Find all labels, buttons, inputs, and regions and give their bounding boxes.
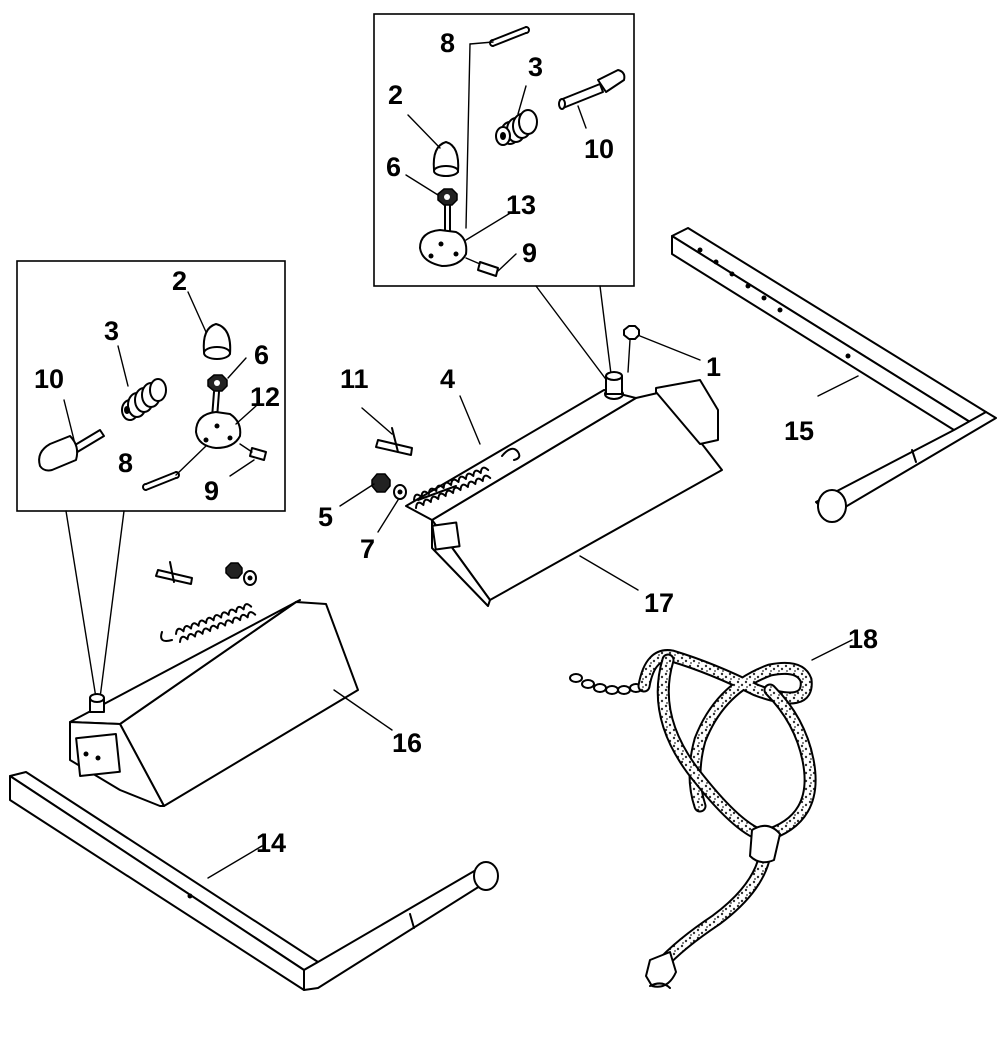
callout-9-top: 9 (522, 238, 537, 268)
knob-2-left (202, 323, 232, 360)
callout-7: 7 (360, 534, 375, 564)
callout-6-top: 6 (386, 152, 401, 182)
pin-9-top (465, 257, 499, 277)
body-13 (419, 205, 468, 267)
hitch-17 (405, 371, 723, 607)
leader-box-left-a (65, 510, 97, 699)
callout-5: 5 (318, 502, 333, 532)
callouts: 8 3 2 10 6 13 9 2 3 6 10 12 8 9 1 11 4 1… (34, 28, 878, 858)
pin-8-left (142, 445, 207, 491)
callout-13: 13 (506, 190, 536, 220)
leader-box-top-a (535, 285, 609, 383)
callout-16: 16 (392, 728, 422, 758)
bolt-1 (623, 325, 701, 373)
callout-17: 17 (644, 588, 674, 618)
callout-6-left: 6 (254, 340, 269, 370)
leader-box-left-b (99, 510, 125, 699)
spring-3-top (495, 109, 538, 146)
callout-4: 4 (440, 364, 455, 394)
callout-9-left: 9 (204, 476, 219, 506)
detail-box-left (16, 260, 286, 512)
pin-10-top (558, 69, 626, 110)
leader-box-top-b (599, 285, 613, 383)
pin-8-top (489, 26, 530, 47)
callout-2-top: 2 (388, 80, 403, 110)
callout-10-left: 10 (34, 364, 64, 394)
drawbar-14 (9, 771, 499, 991)
callout-8-left: 8 (118, 448, 133, 478)
callout-15: 15 (784, 416, 814, 446)
callout-3-top: 3 (528, 52, 543, 82)
callout-8-top: 8 (440, 28, 455, 58)
pin-9-left (239, 443, 267, 461)
pin-10-left (38, 429, 105, 472)
callout-1: 1 (706, 352, 721, 382)
spring-4-set (339, 395, 521, 533)
callout-12: 12 (250, 382, 280, 412)
callout-10-top: 10 (584, 134, 614, 164)
safety-chain-18 (569, 639, 853, 989)
callout-14: 14 (256, 828, 286, 858)
callout-2-left: 2 (172, 266, 187, 296)
callout-11: 11 (340, 364, 369, 394)
knob-2-top (432, 141, 460, 177)
spring-3-left (121, 378, 167, 421)
detail-box-top (373, 13, 635, 287)
callout-3-left: 3 (104, 316, 119, 346)
callout-18: 18 (848, 624, 878, 654)
drawbar-15 (671, 227, 997, 523)
body-12 (195, 391, 242, 449)
nut-6-left (207, 374, 228, 392)
hitch-16 (69, 561, 393, 807)
nut-6-top (437, 188, 458, 206)
